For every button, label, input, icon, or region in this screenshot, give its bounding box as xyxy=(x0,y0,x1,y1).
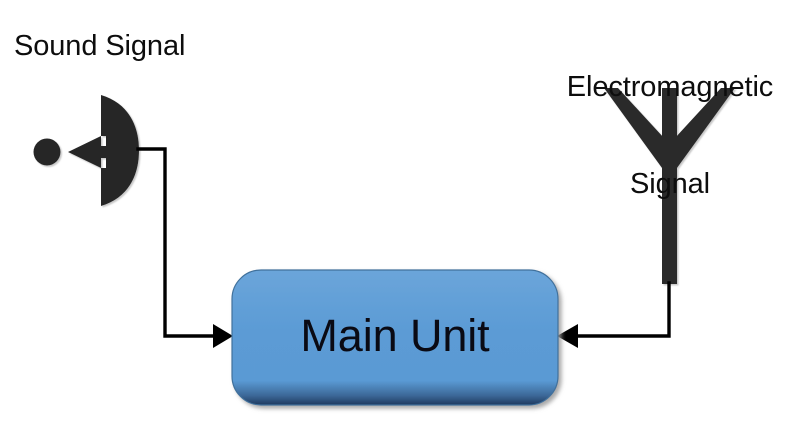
satellite-dish-neck xyxy=(98,146,106,158)
connector-sound-arrowhead xyxy=(213,324,233,348)
antenna-left-arm xyxy=(604,88,676,168)
antenna-icon xyxy=(604,88,735,284)
satellite-dish-feed-horn xyxy=(68,136,101,168)
connector-em-arrowhead xyxy=(557,324,578,348)
main-unit-box[interactable] xyxy=(231,269,559,406)
em-signal-label: Electromagnetic Signal xyxy=(545,6,795,266)
connector-sound-line xyxy=(136,147,224,338)
sound-signal-label: Sound Signal xyxy=(14,30,186,62)
em-signal-label-line-1: Electromagnetic xyxy=(566,70,774,103)
connector-em-to-main-unit xyxy=(557,281,671,348)
main-unit-label: Main Unit xyxy=(300,310,490,361)
em-signal-label-line-2: Signal xyxy=(629,168,710,201)
antenna-mast xyxy=(662,88,677,284)
main-unit-node[interactable] xyxy=(231,269,559,406)
connector-sound-to-main-unit xyxy=(136,147,233,348)
connector-em-line xyxy=(570,281,671,338)
satellite-dish-icon xyxy=(33,95,139,206)
satellite-dish-source-dot xyxy=(33,138,61,166)
satellite-dish-reflector xyxy=(101,95,139,206)
antenna-right-arm xyxy=(663,88,735,168)
